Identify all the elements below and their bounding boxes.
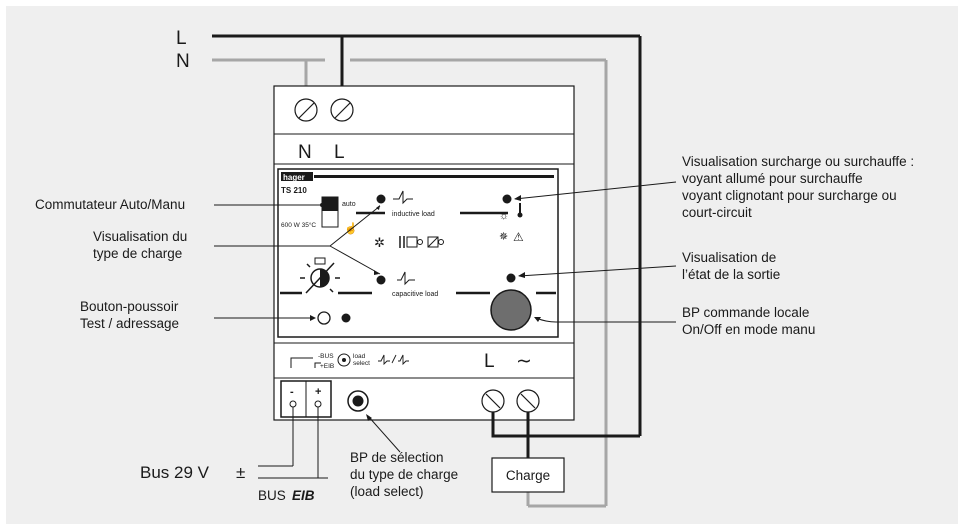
callout-surcharge-1: Visualisation surcharge ou surchauffe : [682,154,914,169]
overload-led [502,194,512,204]
leader-etat [518,265,677,277]
callout-bpsel-1: BP de sélection [350,450,444,465]
terminal-label-L: L [334,142,345,163]
load-select-label-2: select [353,360,370,367]
leader-bouton-arrow [310,315,316,321]
callout-type-2: type de charge [93,246,182,261]
callout-type-1: Visualisation du [93,229,187,244]
callout-bpsel-2: du type de charge [350,467,458,482]
callout-bouton-1: Bouton-poussoir [80,299,179,314]
leader-bpsel-arrow [366,414,372,421]
overheat-sun-icon: ☼ [499,210,509,222]
bus-minus-label: -BUS [318,353,334,360]
switch-auto-label: auto [342,201,356,208]
terminal-label-L-bottom: L [484,351,495,372]
leader-surcharge [514,181,677,200]
leader-etat-arrow [518,272,525,278]
warning-icon: ⚠ [513,230,524,244]
model-text: TS 210 [281,186,307,195]
callout-bpsel-3: (load select) [350,484,424,499]
callout-commutateur: Commutateur Auto/Manu [35,197,185,212]
lamp-icon: ✲ [374,235,385,250]
leader-capacitive [329,245,381,275]
rating-text: 600 W 35°C [281,221,316,229]
callout-surcharge-4: court-circuit [682,205,752,220]
callout-bus-eib: EIB [292,488,315,503]
brand-bar [314,175,554,178]
terminal-output-L-screw [481,389,505,413]
inductive-led [376,194,386,204]
electronic-transformer-icon [427,236,444,248]
terminal-label-N: N [298,142,312,163]
test-led [341,313,351,323]
charge-label: Charge [506,468,550,483]
callout-bp-1: BP commande locale [682,305,809,320]
bus-minus-terminal [289,400,297,408]
callout-bus-pm: ± [236,463,245,482]
callout-etat-2: l’état de la sortie [682,267,780,282]
bus-minus-sign: - [290,386,294,398]
brand-text: hager [283,173,305,182]
capacitive-wave-icon [397,271,415,286]
output-led [506,273,516,283]
capacitive-label: capacitive load [392,291,438,298]
capacitive-led [376,275,386,285]
brand-logo [281,172,313,181]
load-select-icon-dot [342,358,346,362]
load-wave-icons [378,354,409,366]
dimmer-lamp-icon [300,257,340,294]
inductive-label: inductive load [392,211,435,218]
wire-output-L [491,412,640,438]
load-select-button-center[interactable] [352,395,364,407]
leader-surcharge-arrow [514,195,521,201]
callout-surcharge-3: voyant clignotant pour surcharge ou [682,188,897,203]
bus-connector-symbol [290,357,321,368]
local-command-button[interactable] [490,289,532,331]
callout-surcharge-2: voyant allumé pour surchauffe [682,171,863,186]
transformer-icon [399,236,423,248]
leader-bp-arrow [534,317,541,322]
callout-bus-voltage: Bus 29 V [140,463,210,482]
inductive-wave-icon [393,190,413,205]
callout-bus-name: BUS [258,488,286,503]
label-L: L [176,28,187,49]
thermometer-icon [517,203,523,218]
callout-bouton-2: Test / adressage [80,316,179,331]
callout-etat-1: Visualisation de [682,250,776,265]
terminal-L-screw [330,98,354,122]
bus-plus-label: +EIB [320,363,334,370]
leader-bpsel [367,415,401,453]
terminal-N-screw [294,98,318,122]
switch-lever[interactable] [322,197,338,211]
bus-plus-sign: + [315,386,321,398]
terminal-output-ac-screw [516,389,540,413]
terminal-label-ac-bottom: ∼ [516,351,532,372]
callout-bp-2: On/Off en mode manu [682,322,815,337]
charge-box [491,457,565,493]
load-select-label-1: load [353,353,366,360]
test-button[interactable] [317,311,331,325]
overload-icon: ✵ [499,231,508,243]
label-N: N [176,51,190,72]
bus-plus-terminal [314,400,322,408]
